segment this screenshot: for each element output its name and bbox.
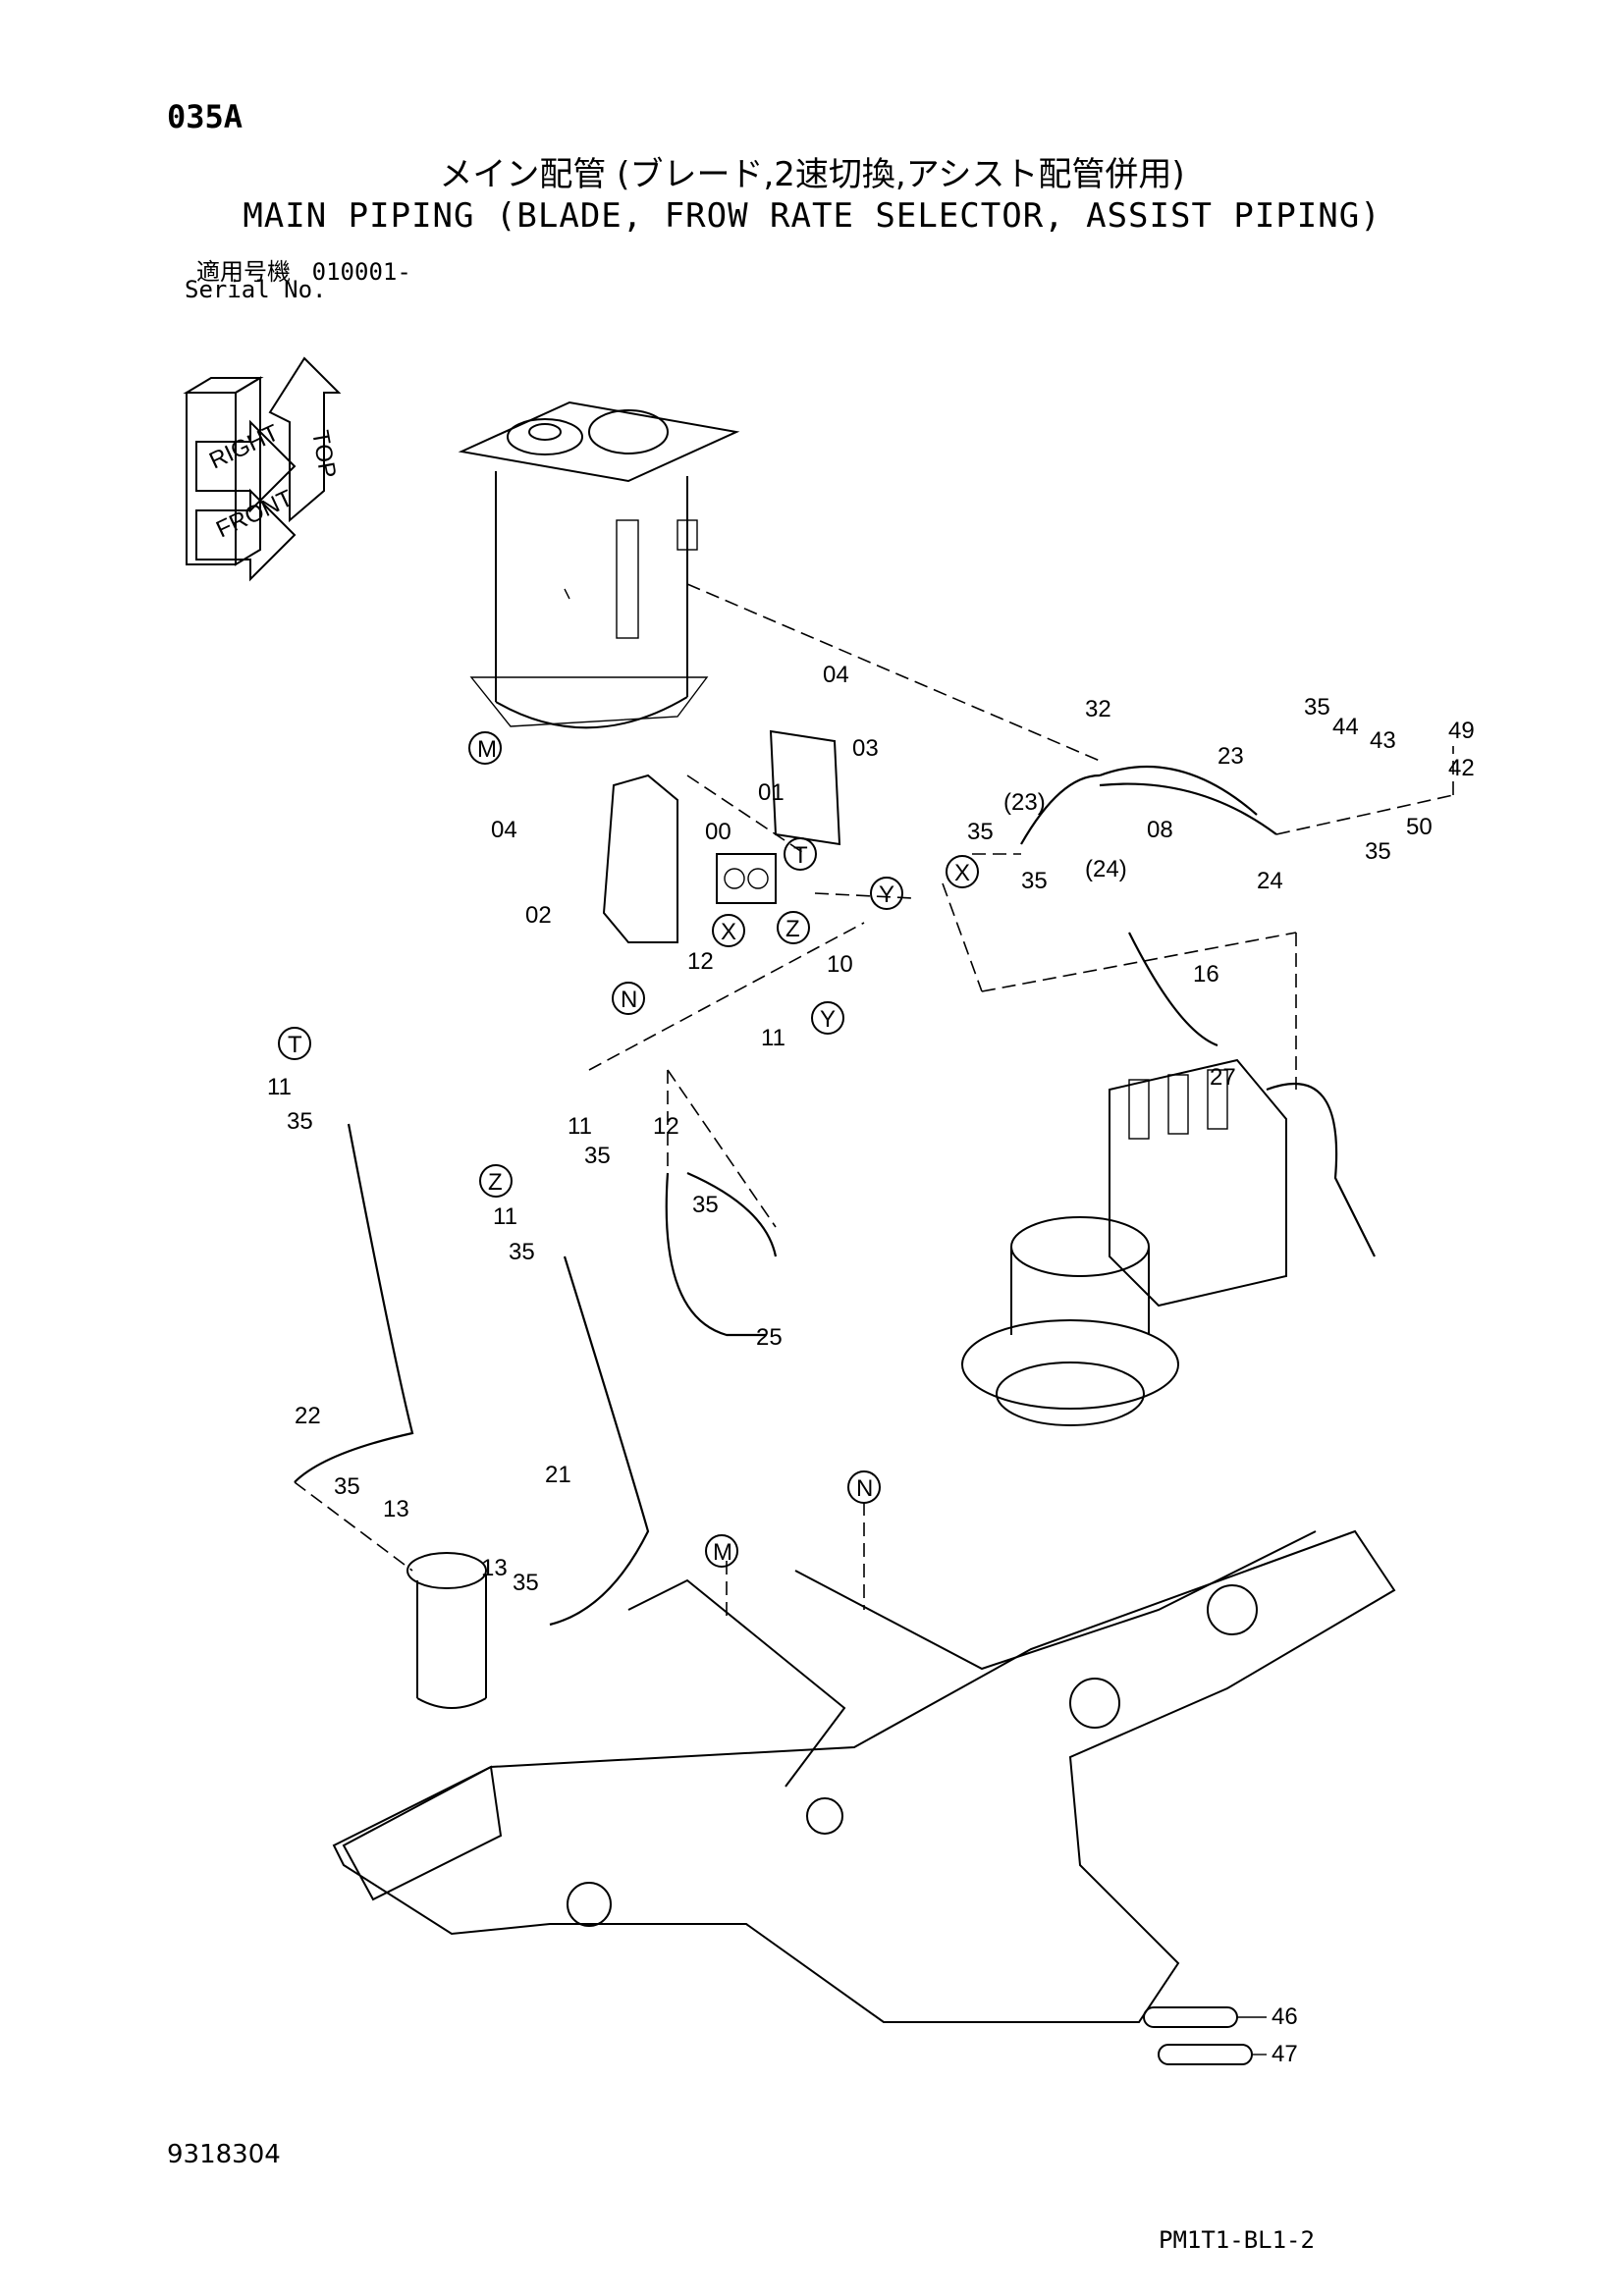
part-label: 04 <box>491 817 517 843</box>
part-label: 44 <box>1332 714 1359 740</box>
part-label: 11 <box>267 1074 292 1100</box>
part-label: 35 <box>287 1108 313 1135</box>
part-label: 35 <box>584 1143 611 1169</box>
part-label: 49 <box>1448 718 1475 744</box>
svg-text:X: X <box>721 919 736 945</box>
svg-text:T: T <box>288 1032 302 1058</box>
orient-label-right: RIGHT <box>205 419 283 474</box>
part-label: 27 <box>1210 1064 1236 1091</box>
part-label: 47 <box>1272 2041 1298 2067</box>
part-label: 11 <box>568 1113 592 1140</box>
marker-y-left: Y <box>870 877 903 910</box>
swivel-joint <box>406 1552 487 1709</box>
part-label: 43 <box>1370 727 1396 754</box>
part-label: 25 <box>756 1324 783 1351</box>
marker-m-tank: M <box>468 731 502 765</box>
sheet-code: PM1T1-BL1-2 <box>1159 2226 1315 2254</box>
part-label: 16 <box>1193 961 1219 988</box>
serial-label-jp-text: 適用号機 <box>196 258 291 286</box>
part-label: 35 <box>1304 694 1330 721</box>
orient-label-top: TOP <box>306 428 341 480</box>
part-label: 50 <box>1406 814 1433 840</box>
control-valve <box>1109 1058 1376 1308</box>
spring-parts <box>1143 2006 1267 2065</box>
svg-text:M: M <box>713 1539 732 1566</box>
marker-t-hose: T <box>278 1027 311 1060</box>
part-label: 12 <box>687 948 714 975</box>
marker-y-valve: Y <box>811 1001 844 1035</box>
hose-21 <box>549 1255 650 1627</box>
connection-markers: M N T X Z Y Y X T Z N M <box>278 731 979 1568</box>
marker-x-hose: X <box>946 855 979 888</box>
marker-m-frame: M <box>705 1534 738 1568</box>
marker-n-bracket: N <box>612 982 645 1015</box>
serial-label-jp: 適用号機 010001- <box>196 252 411 287</box>
hose-23 <box>1099 765 1258 816</box>
part-label: 23 <box>1218 743 1244 770</box>
marker-z-valve: Z <box>777 911 810 944</box>
part-label: 21 <box>545 1462 571 1488</box>
marker-t-valve: T <box>784 837 817 871</box>
orient-label-front: FRONT <box>212 485 298 544</box>
part-label: 35 <box>334 1473 360 1500</box>
part-label: 35 <box>513 1570 539 1596</box>
svg-text:X: X <box>954 860 970 886</box>
hose-24 <box>1099 782 1277 835</box>
part-label: 35 <box>967 819 994 845</box>
hose-25 <box>665 1172 766 1337</box>
part-label: 13 <box>383 1496 409 1522</box>
main-frame <box>332 1529 1396 2023</box>
marker-n-frame: N <box>847 1470 881 1504</box>
part-label: 00 <box>705 819 731 845</box>
part-label: 35 <box>692 1192 719 1218</box>
title-english: MAIN PIPING (BLADE, FROW RATE SELECTOR, … <box>243 196 1381 236</box>
part-label: 11 <box>761 1025 785 1051</box>
page-code: 035A <box>167 98 244 135</box>
hydraulic-tank <box>458 400 740 729</box>
leader-lines <box>294 583 1454 1620</box>
document-number: 9318304 <box>167 2140 281 2169</box>
part-label: 12 <box>653 1113 679 1140</box>
part-label: 42 <box>1448 755 1475 781</box>
hoses <box>294 765 1277 1627</box>
part-label: 10 <box>827 951 853 978</box>
part-label: 02 <box>525 902 552 929</box>
part-label: 13 <box>481 1555 508 1581</box>
part-label: 35 <box>509 1239 535 1265</box>
svg-text:T: T <box>793 842 808 869</box>
part-label: 01 <box>758 779 785 806</box>
serial-label-en: Serial No. <box>185 276 327 303</box>
part-label: (24) <box>1085 856 1127 882</box>
svg-text:N: N <box>621 987 637 1013</box>
title-japanese: メイン配管 (ブレード,2速切換,アシスト配管併用) <box>439 155 1185 194</box>
svg-text:Z: Z <box>785 916 800 942</box>
part-label: 11 <box>493 1203 517 1230</box>
part-label: 24 <box>1257 868 1283 894</box>
part-label: 22 <box>295 1403 321 1429</box>
serial-value: 010001- <box>311 258 411 286</box>
bracket-assembly <box>602 729 841 943</box>
part-label: (23) <box>1003 789 1046 816</box>
hose-22 <box>294 1123 414 1483</box>
part-label: 03 <box>852 735 879 762</box>
svg-text:M: M <box>477 736 497 763</box>
svg-text:Y: Y <box>820 1006 836 1033</box>
marker-x-valve: X <box>712 914 745 947</box>
svg-text:N: N <box>856 1475 873 1502</box>
part-label: 35 <box>1365 838 1391 865</box>
marker-z-hose: Z <box>479 1164 513 1198</box>
hose-27 <box>1128 932 1218 1047</box>
svg-text:Y: Y <box>879 881 894 908</box>
part-label: 04 <box>823 662 849 688</box>
part-label: 08 <box>1147 817 1173 843</box>
svg-text:Z: Z <box>488 1169 503 1196</box>
part-label: 32 <box>1085 696 1111 722</box>
part-label: 46 <box>1272 2003 1298 2030</box>
part-callouts: 00 01 02 03 04 04 08 10 11 11 11 11 12 1… <box>267 662 1475 2067</box>
part-label: 35 <box>1021 868 1048 894</box>
swing-motor <box>961 1216 1179 1426</box>
orientation-cube-icon: TOP RIGHT FRONT <box>183 356 342 582</box>
